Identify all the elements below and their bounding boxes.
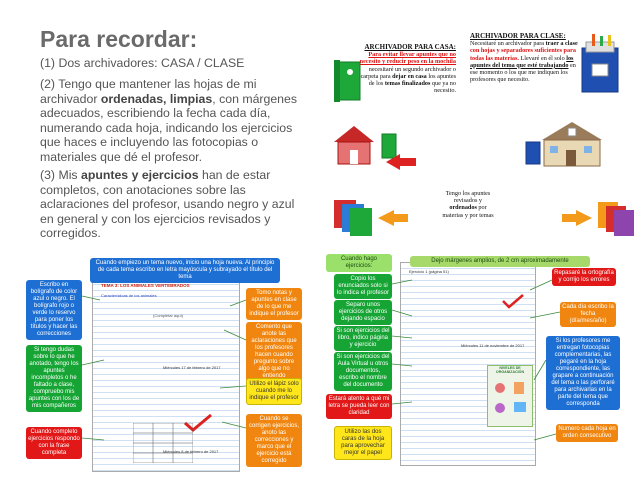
left-nb-title: TEMA 3: LOS ANIMALES VERTEBRADOS — [101, 283, 190, 288]
sort-caption-l4: materias y por temas — [442, 211, 494, 219]
right-yellow-tag: Utilizo las dos caras de la hoja para ap… — [334, 426, 392, 460]
left-orange-tag-1: Tomo notas y apuntes en clase de lo que … — [246, 288, 302, 320]
point-2-text-a: (2) Tengo que mantener las hojas de mi a… — [40, 77, 257, 106]
sort-caption: Tengo los apuntes revisados y ordenados … — [428, 190, 508, 219]
left-yellow-tag: Utilizo el lápiz solo cuando me lo indiq… — [246, 378, 302, 405]
sort-caption-l1: Tengo los apuntes — [445, 190, 491, 197]
point-3-text-a: (3) Mis — [40, 168, 81, 182]
left-nb-date1: Miércoles 17 de febrero de 2017 — [163, 365, 221, 370]
right-green-tag-3: Si son ejercicios del libro, indico pági… — [334, 326, 392, 351]
clase-text1: Necesitaré un archivador para — [470, 40, 546, 48]
binders-illustration — [334, 34, 634, 236]
green-binder-icon — [334, 60, 361, 102]
folders-left-icon — [334, 200, 372, 236]
casa-bold2: temas finalizados — [384, 80, 431, 88]
levels-diagram-title: NIVELES DE ORGANIZACIÓN — [495, 366, 525, 374]
small-green-binder-icon — [381, 133, 397, 159]
house-icon — [334, 126, 374, 165]
point-1-text: (1) Dos archivadores: CASA / CLASE — [40, 56, 245, 70]
left-orange-tag-2: Comento que anote las aclaraciones que l… — [246, 322, 302, 382]
point-2-text-b: , con márgenes adecuados, escribiendo la… — [40, 91, 298, 164]
right-nb-date: Miércoles 11 de noviembre de 2017 — [461, 343, 525, 348]
clase-bold2: los apuntes del tema que esté trabajando — [470, 54, 574, 69]
point-3-bold: apuntes y ejercicios — [81, 168, 199, 182]
right-green-tag-2: Separo unos ejercicios de otros dejando … — [334, 300, 392, 325]
organs-icon — [495, 382, 526, 413]
folders-right-icon — [598, 202, 634, 236]
right-orange-tag-1: Cada día escribo la fecha (día/mes/año) — [560, 302, 616, 327]
orange-arrow-right-icon — [562, 210, 592, 226]
left-orange-tag-3: Cuando se corrigen ejercicios, anoto las… — [246, 414, 302, 467]
left-notebook-page: TEMA 3: LOS ANIMALES VERTEBRADOS Caracte… — [92, 272, 240, 472]
right-red-tag-1: Estará atento a qué mi letra se pueda le… — [326, 394, 392, 419]
left-header-tag: Cuando empiezo un tema nuevo, inicio una… — [90, 258, 280, 283]
clase-text2: Llevaré en él solo — [518, 54, 567, 62]
casa-red: Para evitar llevar apuntes que no necesi… — [359, 51, 456, 66]
right-red-tag-2: Repasaré la ortografía y corrijo los err… — [552, 268, 616, 286]
point-2: (2) Tengo que mantener las hojas de mi a… — [40, 77, 310, 165]
small-blue-binder-icon — [525, 141, 541, 165]
orange-arrow-left-icon — [378, 210, 408, 226]
casa-text3: que ya no necesito. — [430, 80, 456, 95]
point-2-bold: ordenadas, limpias — [100, 91, 213, 106]
point-3: (3) Mis apuntes y ejercicios han de esta… — [40, 168, 310, 241]
levels-diagram: NIVELES DE ORGANIZACIÓN — [487, 365, 533, 427]
sort-caption-l3b: ordenados — [449, 204, 477, 212]
right-orange-tag-2: Numero cada hoja en orden consecutivo — [556, 424, 618, 442]
exercise-table — [133, 423, 193, 463]
clase-text: ARCHIVADOR PARA CLASE: Necesitaré un arc… — [470, 32, 580, 84]
clase-text3: en ese momento o los que me indiquen los… — [470, 61, 576, 84]
casa-text2: los apuntes de los — [368, 72, 456, 88]
sort-caption-l3: por — [476, 204, 487, 212]
clase-heading: ARCHIVADOR PARA CLASE: — [470, 32, 566, 40]
right-blue-tag: Si los profesores me entregan fotocopias… — [546, 336, 620, 410]
sort-caption-l2: revisados y — [453, 197, 482, 205]
casa-heading: ARCHIVADOR PARA CASA: — [364, 43, 456, 51]
blue-binder-icon — [581, 34, 619, 93]
casa-bold1: dejar en casa — [392, 72, 427, 80]
right-green-tag-1: Copio los enunciados solo si lo indica e… — [334, 274, 392, 299]
casa-text1: necesitaré un segundo archivador o carpe… — [360, 65, 456, 80]
left-green-tag: Si tengo dudas sobre lo que he anotado, … — [26, 345, 82, 412]
right-nb-eq: Ejercicio 1 (página 51) — [409, 269, 449, 274]
right-ltgreen-tag: Cuando hago ejercicios: — [326, 254, 392, 272]
casa-text: ARCHIVADOR PARA CASA: Para evitar llevar… — [356, 43, 456, 95]
right-notebook-page: Ejercicio 1 (página 51) Miércoles 11 de … — [400, 262, 536, 466]
check-mark-icon — [184, 413, 212, 432]
clase-bold1: traer a clase — [545, 40, 578, 48]
left-blue-tag: Escribo en bolígrafo de color azul o neg… — [26, 280, 82, 340]
left-nb-date2: Miércoles 8 de febrero de 2017 — [163, 449, 219, 454]
clase-red: con hojas y separadores suficientes para… — [470, 47, 576, 62]
page-title: Para recordar: — [40, 26, 198, 52]
left-nb-sub: Características de los animales — [101, 293, 157, 298]
left-nb-note: (Completar aquí) — [153, 313, 184, 318]
point-1: (1) Dos archivadores: CASA / CLASE — [40, 56, 310, 71]
school-icon — [542, 122, 602, 167]
red-arrow-icon — [386, 154, 416, 170]
right-header-tag: Dejo márgenes amplios, de 2 cm aproximad… — [410, 256, 590, 267]
check-mark-icon-2 — [502, 294, 524, 309]
left-red-tag: Cuando completo ejercicios respondo con … — [26, 427, 82, 459]
point-3-text-b: han de estar completos, con anotaciones … — [40, 168, 295, 241]
right-green-tag-4: Si son ejercicios del Aula Virtual u otr… — [334, 352, 392, 391]
